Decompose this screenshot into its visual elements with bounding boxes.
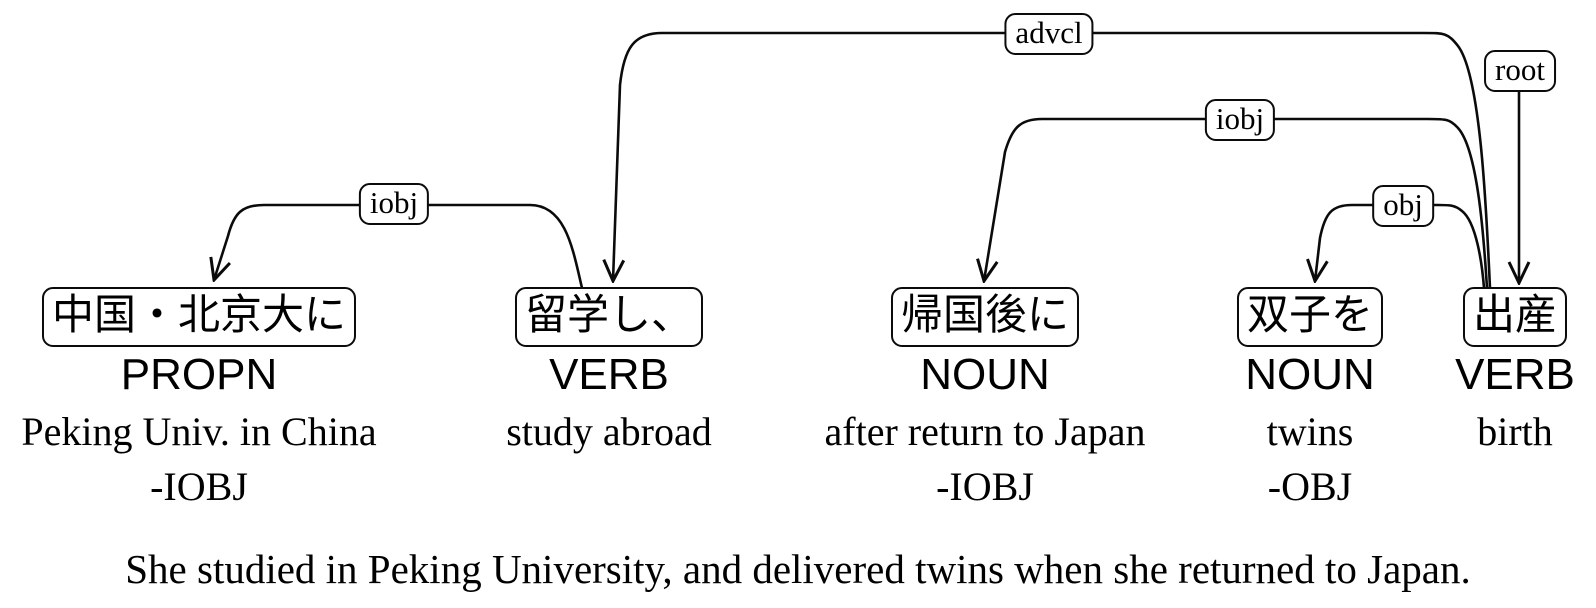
gloss-4: twins: [1266, 409, 1354, 454]
token-box-1: 中国・北京大に: [41, 287, 357, 347]
gloss-1: Peking Univ. in China: [21, 409, 377, 454]
token-box-5: 出産: [1462, 287, 1568, 347]
pos-tag-1: PROPN: [120, 350, 278, 399]
arc-label-iobj-right: iobj: [1204, 99, 1276, 141]
token-box-3: 帰国後に: [890, 287, 1080, 347]
gloss-2: study abroad: [506, 409, 712, 454]
gloss-3: after return to Japan: [824, 409, 1146, 454]
pos-tag-5: VERB: [1455, 350, 1575, 399]
arc-label-obj: obj: [1372, 185, 1434, 227]
deprel-3: -IOBJ: [936, 464, 1034, 509]
pos-tag-2: VERB: [549, 350, 669, 399]
arc-label-advcl: advcl: [1004, 13, 1094, 55]
token-box-2: 留学し、: [514, 287, 704, 347]
gloss-5: birth: [1477, 409, 1553, 454]
arc-iobj-left-line: [214, 203, 584, 289]
arc-label-root: root: [1484, 50, 1556, 92]
token-box-4: 双子を: [1236, 287, 1384, 347]
arc-label-iobj-left: iobj: [358, 183, 430, 225]
translation-sentence: She studied in Peking University, and de…: [125, 546, 1471, 592]
deprel-4: -OBJ: [1267, 464, 1353, 509]
pos-tag-4: NOUN: [1245, 350, 1375, 399]
pos-tag-3: NOUN: [920, 350, 1050, 399]
arc-advcl-line: [613, 31, 1492, 289]
deprel-1: -IOBJ: [150, 464, 248, 509]
arc-iobj-right-line: [984, 117, 1489, 289]
arc-obj-line: [1315, 203, 1486, 289]
